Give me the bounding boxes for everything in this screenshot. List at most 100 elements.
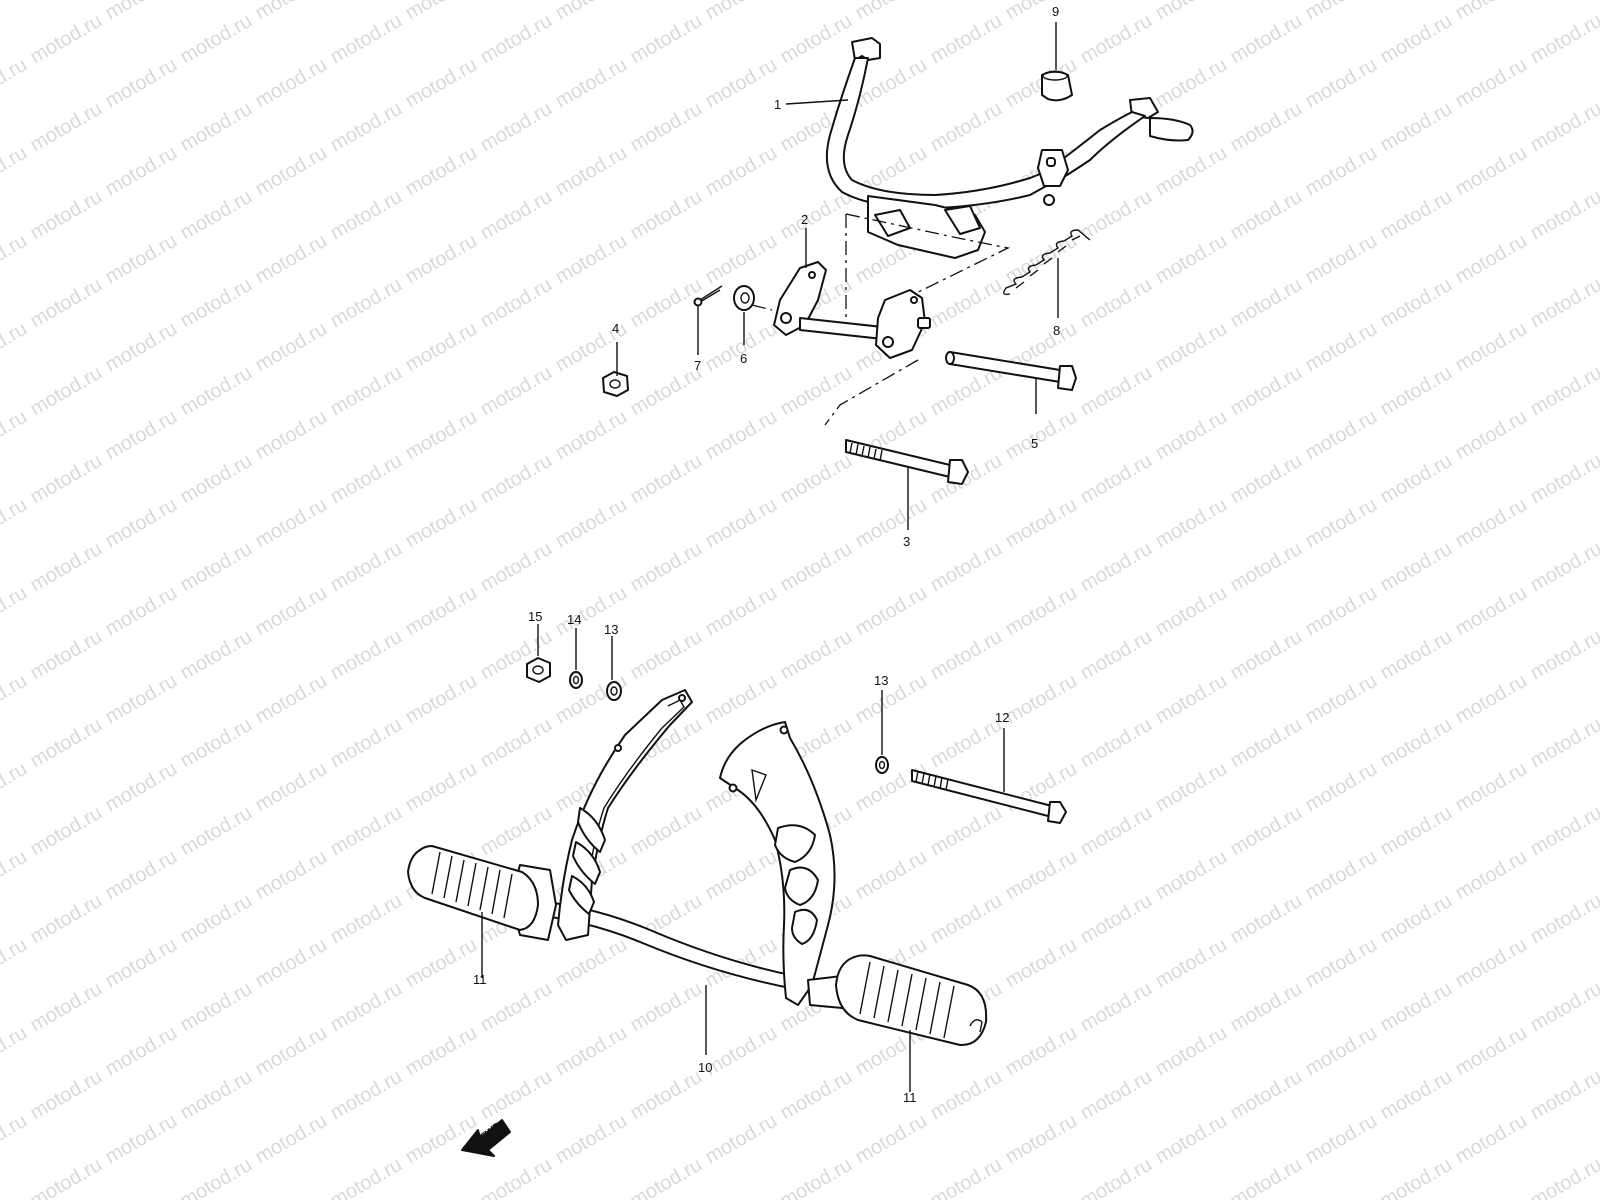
watermark-text: motod.ru [852, 670, 931, 729]
watermark-text: motod.ru [927, 538, 1006, 597]
watermark-text: motod.ru [327, 1066, 406, 1125]
watermark-text: motod.ru [1527, 450, 1600, 509]
watermark-text: motod.ru [1377, 186, 1456, 245]
watermark-text: motod.ru [1452, 670, 1531, 729]
watermark-text: motod.ru [1452, 230, 1531, 289]
watermark-text: motod.ru [102, 934, 181, 993]
watermark-text: motod.ru [402, 758, 481, 817]
watermark-text: motod.ru [1527, 274, 1600, 333]
watermark-text: motod.ru [0, 1110, 31, 1169]
watermark-text: motod.ru [1377, 1154, 1456, 1200]
watermark-text: motod.ru [1077, 274, 1156, 333]
watermark-text: motod.ru [477, 186, 556, 245]
watermark-text: motod.ru [0, 142, 31, 201]
watermark-text: motod.ru [1227, 1066, 1306, 1125]
callout-2: 2 [801, 212, 808, 227]
watermark-text: motod.ru [702, 1110, 781, 1169]
watermark-text: motod.ru [1152, 230, 1231, 289]
watermark-text: motod.ru [1227, 98, 1306, 157]
watermark-text: motod.ru [1227, 274, 1306, 333]
watermark-text: motod.ru [0, 846, 31, 905]
watermark-text: motod.ru [552, 934, 631, 993]
watermark-text: motod.ru [327, 802, 406, 861]
watermark-text: motod.ru [1152, 934, 1231, 993]
watermark-text: motod.ru [1152, 670, 1231, 729]
callout-6: 6 [740, 351, 747, 366]
watermark-text: motod.ru [402, 318, 481, 377]
watermark-text: motod.ru [1152, 318, 1231, 377]
watermark-text: motod.ru [702, 54, 781, 113]
watermark-text: motod.ru [0, 934, 31, 993]
watermark-text: motod.ru [777, 538, 856, 597]
watermark-text: motod.ru [552, 54, 631, 113]
watermark-text: motod.ru [252, 758, 331, 817]
watermark-text: motod.ru [927, 802, 1006, 861]
watermark-text: motod.ru [702, 230, 781, 289]
watermark-text: motod.ru [402, 0, 481, 24]
watermark-text: motod.ru [27, 890, 106, 949]
alignment-line-2 [845, 213, 1011, 303]
watermark-text: motod.ru [1077, 10, 1156, 69]
watermark-text: motod.ru [27, 978, 106, 1037]
watermark-text: motod.ru [852, 846, 931, 905]
watermark-text: motod.ru [552, 670, 631, 729]
watermark-text: motod.ru [1077, 626, 1156, 685]
watermark-text: motod.ru [1302, 0, 1381, 24]
watermark-text: motod.ru [1452, 0, 1531, 24]
watermark-text: motod.ru [552, 582, 631, 641]
watermark-text: motod.ru [1077, 714, 1156, 773]
watermark-text: motod.ru [402, 1022, 481, 1081]
watermark-text: motod.ru [477, 362, 556, 421]
watermark-text: motod.ru [1077, 186, 1156, 245]
watermark-text: motod.ru [1227, 802, 1306, 861]
watermark-text: motod.ru [1527, 714, 1600, 773]
callout-10: 10 [698, 1060, 712, 1075]
watermark-text: motod.ru [1302, 670, 1381, 729]
watermark-text: motod.ru [402, 582, 481, 641]
lock-washer-14 [569, 671, 583, 689]
watermark-text: motod.ru [1452, 1110, 1531, 1169]
watermark-text: motod.ru [1227, 714, 1306, 773]
watermark-text: motod.ru [27, 186, 106, 245]
watermark-text: motod.ru [177, 802, 256, 861]
pivot-bracket [773, 261, 931, 359]
watermark-text: motod.ru [252, 846, 331, 905]
watermark-text: motod.ru [0, 758, 31, 817]
watermark-text: motod.ru [402, 406, 481, 465]
watermark-text: motod.ru [477, 802, 556, 861]
watermark-text: motod.ru [1227, 362, 1306, 421]
watermark-text: motod.ru [927, 714, 1006, 773]
watermark-text: motod.ru [1302, 406, 1381, 465]
watermark-text: motod.ru [777, 1154, 856, 1200]
watermark-text: motod.ru [477, 10, 556, 69]
watermark-text: motod.ru [27, 450, 106, 509]
watermark-text: motod.ru [1527, 186, 1600, 245]
watermark-text: motod.ru [1002, 1022, 1081, 1081]
watermark-text: motod.ru [852, 0, 931, 24]
watermark-text: motod.ru [327, 978, 406, 1037]
watermark-text: motod.ru [1227, 1154, 1306, 1200]
watermark-text: motod.ru [102, 582, 181, 641]
watermark-text: motod.ru [1302, 1022, 1381, 1081]
washer-13-left [606, 681, 622, 701]
watermark-text: motod.ru [552, 1110, 631, 1169]
watermark-text: motod.ru [252, 1022, 331, 1081]
watermark-text: motod.ru [1227, 978, 1306, 1037]
watermark-text: motod.ru [252, 406, 331, 465]
watermark-text: motod.ru [102, 54, 181, 113]
watermark-text: motod.ru [1302, 758, 1381, 817]
watermark-text: motod.ru [1527, 1154, 1600, 1200]
watermark-text: motod.ru [852, 758, 931, 817]
watermark-text: motod.ru [27, 626, 106, 685]
watermark-text: motod.ru [0, 1022, 31, 1081]
watermark-text: motod.ru [402, 230, 481, 289]
callout-3: 3 [903, 534, 910, 549]
watermark-text: motod.ru [102, 318, 181, 377]
watermark-text: motod.ru [552, 1022, 631, 1081]
watermark-text: motod.ru [627, 978, 706, 1037]
watermark-text: motod.ru [327, 714, 406, 773]
watermark-text: motod.ru [177, 10, 256, 69]
nut-15 [526, 657, 551, 683]
